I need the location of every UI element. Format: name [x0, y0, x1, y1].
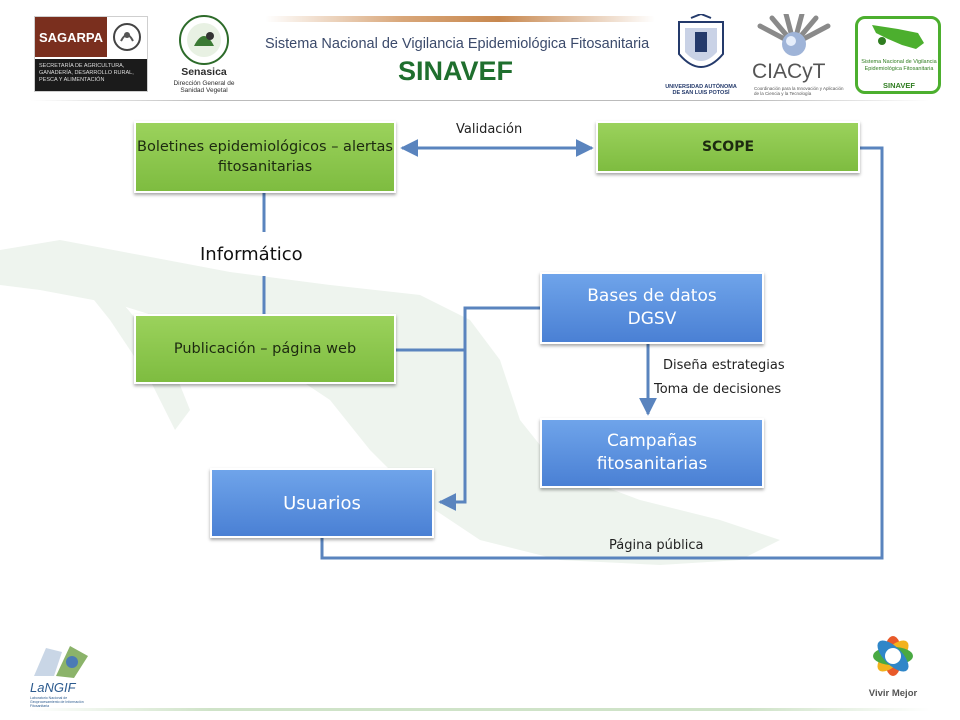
sagarpa-logo-name: SAGARPA	[35, 17, 107, 57]
pagina-publica-label: Página pública	[609, 538, 704, 553]
sinavef-map-icon	[872, 25, 924, 49]
publicacion-node: Publicación – página web	[134, 314, 396, 384]
senasica-logo-name: Senasica	[181, 66, 227, 78]
uaslp-logo-name: UNIVERSIDAD AUTÓNOMA DE SAN LUIS POTOSÍ	[665, 84, 737, 96]
langif-logo-subtitle: Laboratorio Nacional de Geoprocesamiento…	[30, 696, 84, 708]
bases-to-publicacion-line	[396, 306, 540, 352]
footer-divider	[30, 708, 930, 711]
informatico-label: Informático	[200, 244, 303, 265]
header-decoration-bar	[265, 16, 655, 22]
senasica-logo: Senasica Dirección General de Sanidad Ve…	[166, 14, 242, 94]
header-acronym: SINAVEF	[398, 56, 514, 86]
usuarios-node: Usuarios	[210, 468, 434, 538]
ciacyt-logo-subtitle: Coordinación para la Innovación y Aplica…	[754, 86, 844, 96]
langif-globe-icon	[34, 646, 88, 678]
ciacyt-logo: CIACyT Coordinación para la Innovación y…	[742, 11, 846, 96]
sinavef-logo-acronym: SINAVEF	[883, 81, 915, 90]
pagina-publica-line	[320, 146, 884, 560]
vivir-mejor-logo-name: Vivir Mejor	[868, 688, 918, 699]
senasica-logo-subtitle: Dirección General de Sanidad Vegetal	[173, 80, 235, 94]
ciacyt-burst-icon	[757, 11, 831, 56]
toma-decisiones-label: Toma de decisiones	[654, 382, 782, 397]
mexico-crest-icon	[113, 23, 141, 51]
header-title: Sistema Nacional de Vigilancia Epidemiol…	[265, 36, 650, 52]
disena-estrategias-label: Diseña estrategias	[663, 358, 785, 373]
sagarpa-logo-subtitle: SECRETARÍA DE AGRICULTURA, GANADERÍA, DE…	[35, 59, 147, 91]
vivir-mejor-flower-icon	[873, 636, 913, 676]
sagarpa-logo: SAGARPA SECRETARÍA DE AGRICULTURA, GANAD…	[34, 16, 148, 92]
sinavef-logo-text: Sistema Nacional de Vigilancia Epidemiol…	[861, 59, 937, 72]
header-divider	[30, 100, 930, 101]
langif-logo-name: LaNGIF	[30, 680, 76, 695]
scope-node: SCOPE	[596, 121, 860, 173]
boletines-node: Boletines epidemiológicos – alertas fito…	[134, 121, 396, 193]
validacion-label: Validación	[456, 122, 523, 137]
langif-logo: LaNGIF Laboratorio Nacional de Geoproces…	[26, 642, 96, 708]
campanas-node: Campañas fitosanitarias	[540, 418, 764, 488]
vivir-mejor-logo: Vivir Mejor	[860, 626, 936, 706]
ciacyt-logo-name: CIACyT	[752, 60, 826, 83]
sinavef-logo: Sistema Nacional de Vigilancia Epidemiol…	[855, 16, 941, 94]
uaslp-logo: UNIVERSIDAD AUTÓNOMA DE SAN LUIS POTOSÍ	[665, 12, 737, 96]
uaslp-shield-icon	[678, 12, 724, 68]
bases-node: Bases de datos DGSV	[540, 272, 764, 344]
senasica-seal-icon	[179, 15, 229, 65]
to-usuarios-arrow	[438, 350, 467, 511]
